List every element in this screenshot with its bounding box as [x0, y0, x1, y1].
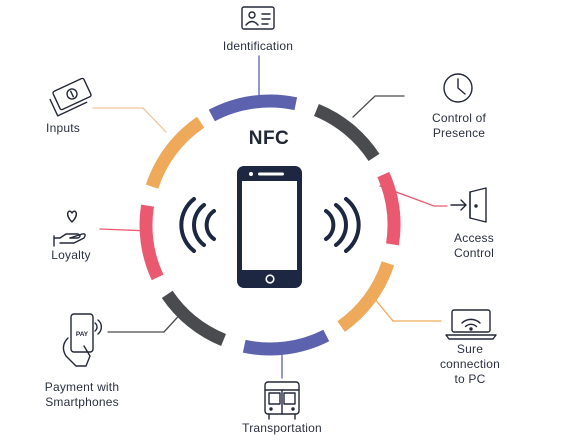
label-line: Loyalty — [51, 248, 91, 262]
label-line: Inputs — [46, 121, 80, 135]
ring-segment-orange-left-upper — [145, 116, 205, 189]
label-access-control: Access Control — [454, 231, 494, 261]
ring-segment-dark-bottom-left — [161, 290, 227, 346]
heart-hand-icon — [53, 210, 86, 247]
connector-sure-connection — [373, 297, 442, 322]
label-line: Payment with — [44, 380, 120, 394]
id-card-icon — [241, 6, 275, 30]
label-line: connection — [439, 357, 501, 371]
wave-left-outer — [179, 197, 196, 253]
label-line: Smartphones — [45, 395, 119, 409]
connector-inputs — [92, 107, 167, 133]
wave-left-inner — [204, 209, 216, 241]
laptop-wifi-icon — [445, 309, 497, 340]
bus-icon — [264, 381, 300, 420]
label-sure-connection: Sure connection to PC — [440, 342, 500, 387]
connector-control-of-presence — [352, 95, 405, 118]
label-line: Transportation — [242, 421, 322, 435]
label-line: Identification — [222, 39, 294, 53]
ring-segment-dark-top-right — [313, 104, 380, 162]
door-enter-icon — [450, 187, 487, 223]
phone-pay-icon — [62, 313, 102, 367]
label-inputs: Inputs — [46, 121, 80, 136]
wave-left-middle — [192, 203, 206, 247]
center-title: NFC — [248, 128, 290, 149]
wave-right-outer — [344, 197, 361, 253]
label-line: to PC — [454, 372, 486, 386]
label-line: Sure — [456, 342, 484, 356]
ring-segment-blue-top — [208, 94, 298, 122]
label-line: Access — [454, 231, 494, 245]
ring-segment-blue-bottom — [242, 329, 330, 356]
label-control-of-presence: Control of Presence — [432, 111, 486, 141]
ring-segment-pink-left-lower — [139, 204, 164, 281]
label-line: Control — [453, 246, 495, 260]
ring-segments — [139, 94, 401, 356]
money-icon — [49, 77, 92, 117]
label-line: Presence — [432, 126, 486, 140]
nfc-waves-icon — [179, 197, 361, 253]
label-line: Control of — [431, 111, 487, 125]
connector-access-control — [379, 185, 448, 207]
ring-segment-pink-right-upper — [377, 171, 401, 246]
wave-right-inner — [324, 209, 336, 241]
label-identification: Identification — [223, 39, 293, 54]
wave-right-middle — [334, 203, 348, 247]
clock-icon — [443, 73, 473, 103]
label-payment: Payment with Smartphones — [45, 380, 119, 410]
label-loyalty: Loyalty — [51, 248, 90, 263]
ring-segment-orange-right-lower — [337, 261, 395, 332]
label-transportation: Transportation — [242, 421, 322, 436]
smartphone-icon — [237, 166, 302, 288]
pay-text: PAY — [76, 331, 89, 338]
